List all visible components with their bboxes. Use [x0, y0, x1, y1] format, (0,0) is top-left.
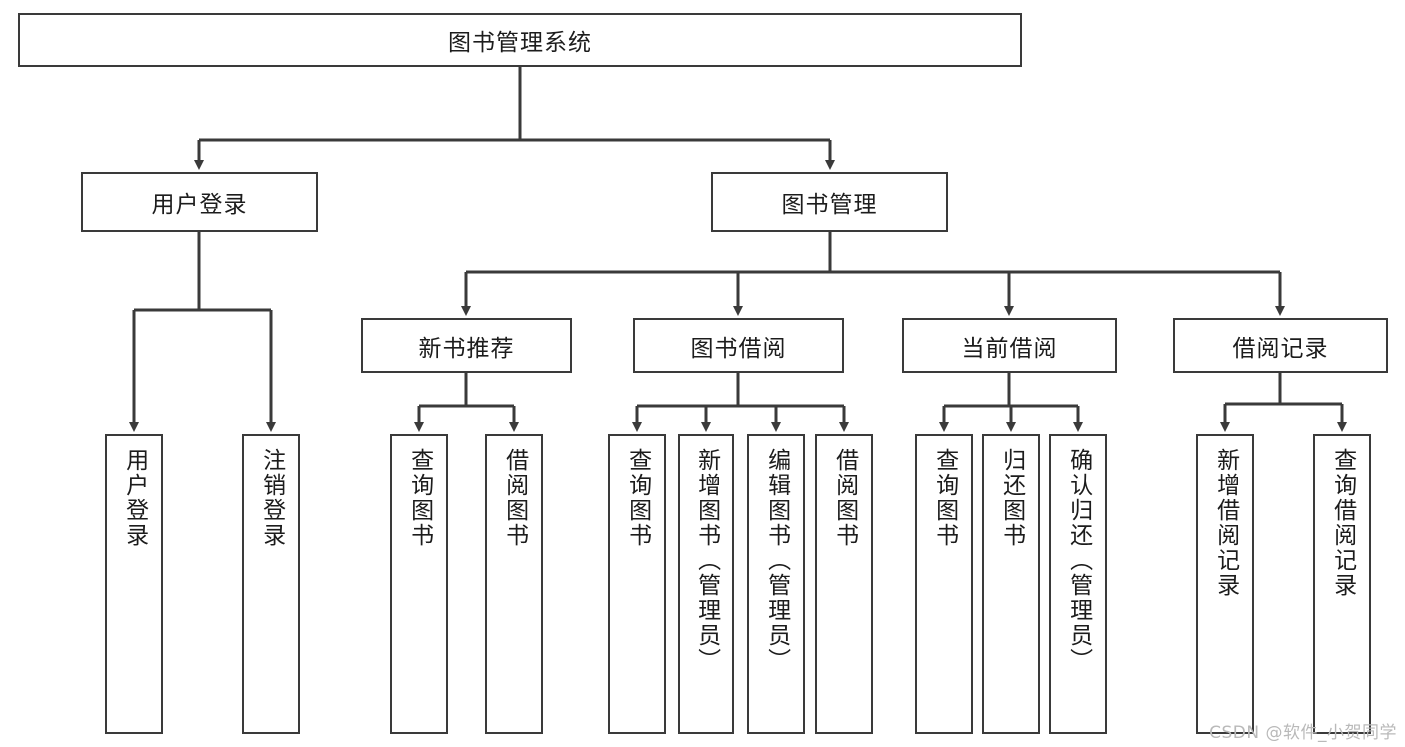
- node-current-borrow-label: 当前借阅: [961, 335, 1058, 362]
- node-leaf-edit-book-label: 编辑图书（管理员）: [763, 448, 790, 673]
- node-new-book-rec-label: 新书推荐: [418, 335, 515, 362]
- node-leaf-borrow-book-2[interactable]: 借阅图书: [815, 434, 873, 734]
- node-borrow-record[interactable]: 借阅记录: [1173, 318, 1388, 373]
- node-leaf-borrow-book-1-label: 借阅图书: [501, 448, 528, 548]
- node-leaf-borrow-book-2-label: 借阅图书: [831, 448, 858, 548]
- node-leaf-add-record-label: 新增借阅记录: [1212, 448, 1239, 598]
- node-book-manage-label: 图书管理: [781, 192, 878, 218]
- node-leaf-edit-book[interactable]: 编辑图书（管理员）: [747, 434, 805, 734]
- node-leaf-return-book-label: 归还图书: [998, 448, 1025, 548]
- node-leaf-query-book-3[interactable]: 查询图书: [915, 434, 973, 734]
- node-leaf-add-record[interactable]: 新增借阅记录: [1196, 434, 1254, 734]
- watermark-text: CSDN @软件_小贺同学: [1209, 723, 1397, 743]
- node-root[interactable]: 图书管理系统: [18, 13, 1022, 67]
- node-leaf-confirm-return[interactable]: 确认归还（管理员）: [1049, 434, 1107, 734]
- node-leaf-add-book[interactable]: 新增图书（管理员）: [678, 434, 734, 734]
- node-leaf-query-book-2[interactable]: 查询图书: [608, 434, 666, 734]
- node-book-borrow[interactable]: 图书借阅: [633, 318, 844, 373]
- node-leaf-return-book[interactable]: 归还图书: [982, 434, 1040, 734]
- node-book-borrow-label: 图书借阅: [690, 335, 787, 362]
- node-leaf-query-book-3-label: 查询图书: [931, 448, 958, 548]
- node-user-login[interactable]: 用户登录: [81, 172, 318, 232]
- node-leaf-user-login[interactable]: 用户登录: [105, 434, 163, 734]
- node-leaf-query-book-2-label: 查询图书: [624, 448, 651, 548]
- node-leaf-logout-label: 注销登录: [258, 448, 285, 548]
- node-user-login-label: 用户登录: [151, 192, 248, 218]
- node-leaf-query-record-label: 查询借阅记录: [1329, 448, 1356, 598]
- node-leaf-query-book-1-label: 查询图书: [406, 448, 433, 548]
- node-book-manage[interactable]: 图书管理: [711, 172, 948, 232]
- node-leaf-add-book-label: 新增图书（管理员）: [693, 448, 720, 673]
- node-new-book-rec[interactable]: 新书推荐: [361, 318, 572, 373]
- node-leaf-borrow-book-1[interactable]: 借阅图书: [485, 434, 543, 734]
- node-root-label: 图书管理系统: [448, 30, 592, 56]
- node-leaf-user-login-label: 用户登录: [121, 448, 148, 548]
- node-borrow-record-label: 借阅记录: [1232, 335, 1329, 362]
- node-current-borrow[interactable]: 当前借阅: [902, 318, 1117, 373]
- node-leaf-confirm-return-label: 确认归还（管理员）: [1065, 448, 1092, 673]
- node-leaf-query-record[interactable]: 查询借阅记录: [1313, 434, 1371, 734]
- node-leaf-logout[interactable]: 注销登录: [242, 434, 300, 734]
- node-leaf-query-book-1[interactable]: 查询图书: [390, 434, 448, 734]
